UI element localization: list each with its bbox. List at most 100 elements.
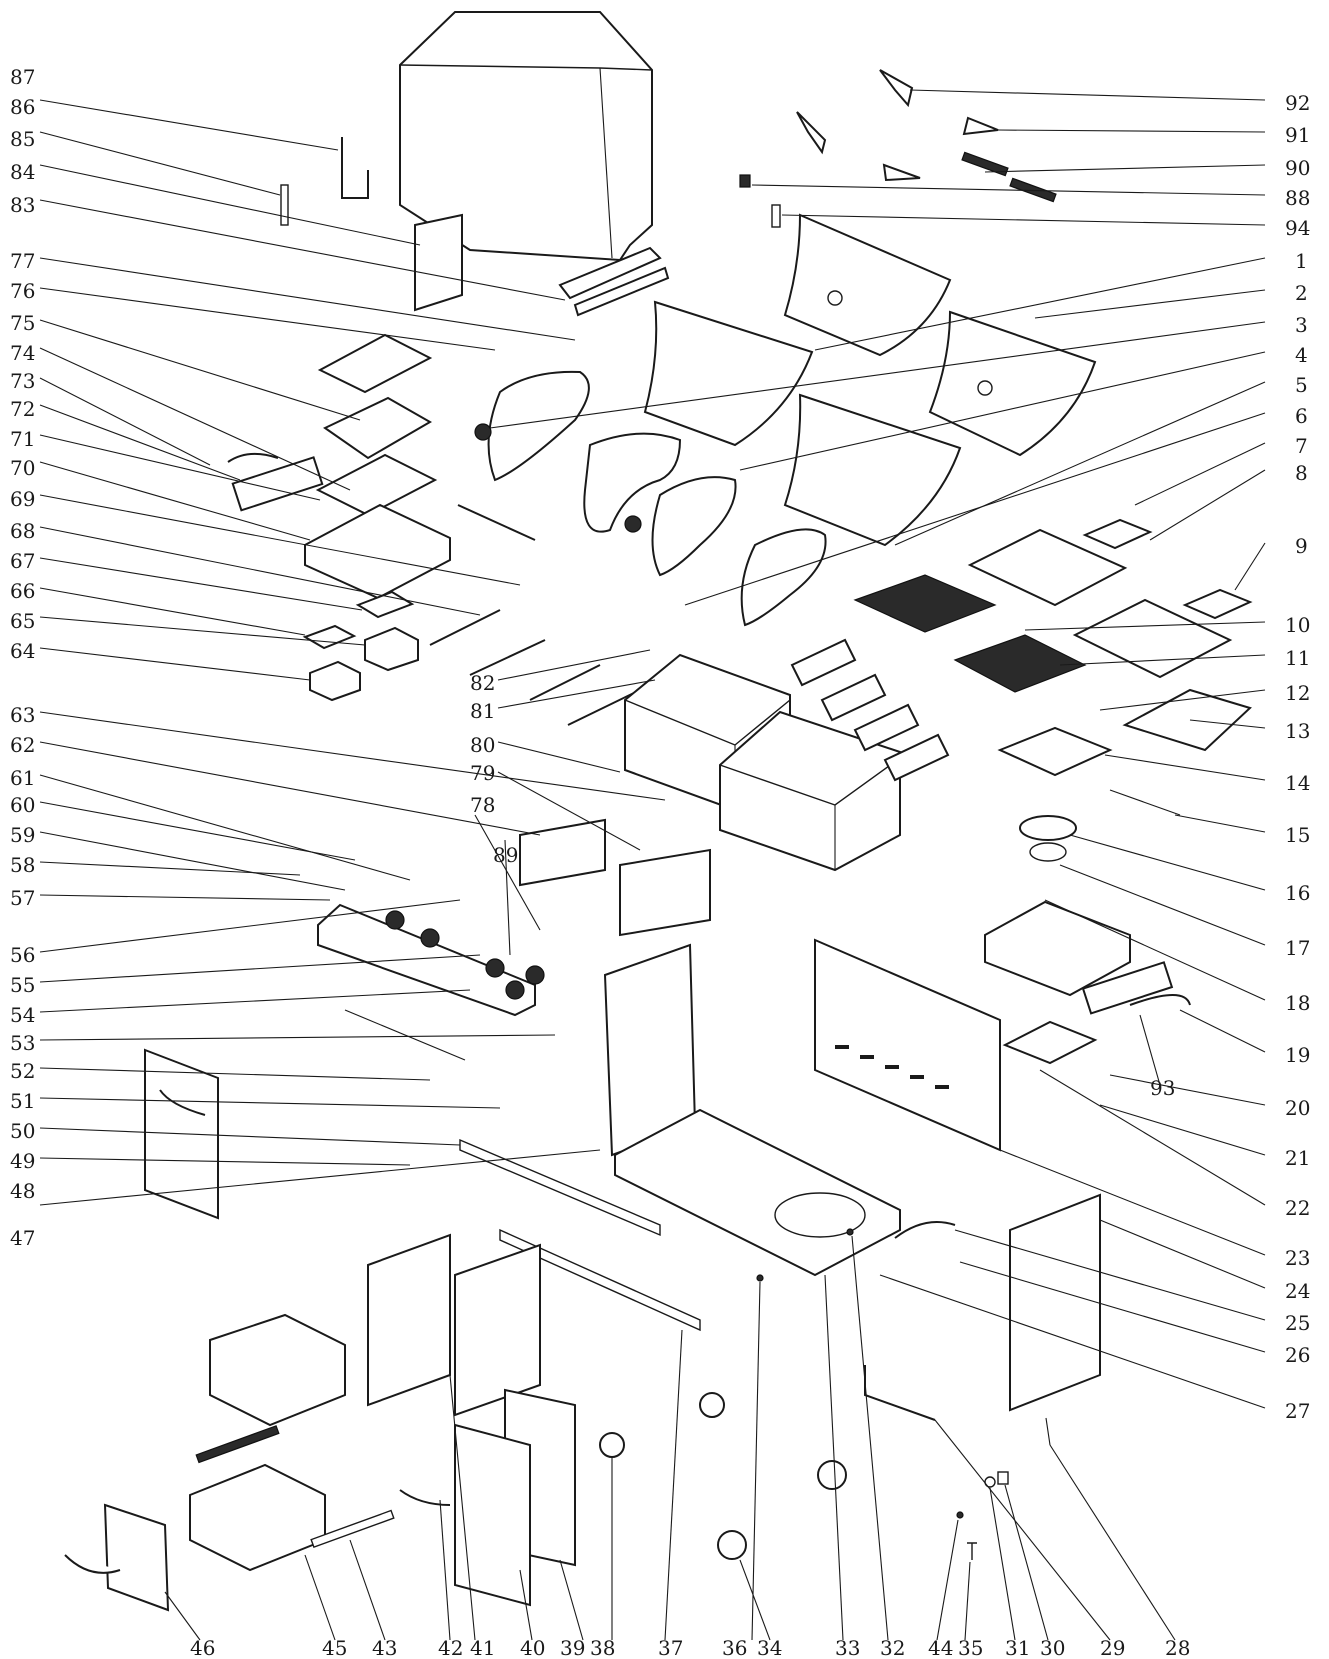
callout-8: 8 xyxy=(1295,461,1308,485)
callout-19: 19 xyxy=(1285,1043,1310,1067)
drawer-handle-45 xyxy=(399,1489,451,1506)
bracket-91 xyxy=(962,116,999,136)
callout-71: 71 xyxy=(10,427,35,451)
callout-9: 9 xyxy=(1295,534,1308,558)
callout-27: 27 xyxy=(1285,1399,1310,1423)
callout-77: 77 xyxy=(10,249,35,273)
callout-85: 85 xyxy=(10,127,35,151)
cooking-grate-2 xyxy=(953,634,1087,693)
bracket-30 xyxy=(997,1471,1009,1485)
burner-tube-2 xyxy=(469,639,546,676)
callout-67: 67 xyxy=(10,549,35,573)
callout-22: 22 xyxy=(1285,1196,1310,1220)
callout-87: 87 xyxy=(10,65,35,89)
rear-panel-vents xyxy=(835,1045,949,1089)
control-knobs xyxy=(385,910,545,1000)
callout-38: 38 xyxy=(590,1636,615,1659)
burner-box-70 xyxy=(304,503,451,600)
callout-20: 20 xyxy=(1285,1096,1310,1120)
caster-top xyxy=(699,1392,725,1418)
callout-62: 62 xyxy=(10,733,35,757)
front-rail-49 xyxy=(459,1138,661,1237)
callout-90: 90 xyxy=(1285,156,1310,180)
flame-tamer-3 xyxy=(853,703,920,752)
callout-48: 48 xyxy=(10,1179,35,1203)
caster-33 xyxy=(817,1460,847,1490)
pan-66 xyxy=(302,624,357,650)
bolt-44 xyxy=(956,1511,964,1519)
clip-88 xyxy=(739,174,751,188)
handle-87 xyxy=(341,137,369,199)
callout-14: 14 xyxy=(1285,771,1310,795)
grill-lid-2 xyxy=(643,300,814,447)
callout-36: 36 xyxy=(722,1636,747,1659)
callout-59: 59 xyxy=(10,823,35,847)
callout-17: 17 xyxy=(1285,936,1310,960)
callout-21: 21 xyxy=(1285,1146,1310,1170)
callout-76: 76 xyxy=(10,279,35,303)
knob-4 xyxy=(624,515,642,533)
pan-64 xyxy=(309,660,361,702)
heat-plate-10 xyxy=(967,528,1128,607)
rear-rail-37 xyxy=(499,1228,701,1332)
panel-38 xyxy=(454,1423,531,1607)
callout-18: 18 xyxy=(1285,991,1310,1015)
callout-12: 12 xyxy=(1285,681,1310,705)
panel-40 xyxy=(454,1243,541,1417)
callout-72: 72 xyxy=(10,397,35,421)
leader-lines xyxy=(39,89,1266,1641)
callout-89: 89 xyxy=(493,843,518,867)
callout-35: 35 xyxy=(958,1636,983,1659)
callout-64: 64 xyxy=(10,639,35,663)
callout-15: 15 xyxy=(1285,823,1310,847)
heat-shield-61 xyxy=(619,848,711,937)
burner-ring-17 xyxy=(1029,842,1067,862)
callout-32: 32 xyxy=(880,1636,905,1659)
door-handle-left xyxy=(159,1089,206,1116)
callout-45: 45 xyxy=(322,1636,347,1659)
cabinet-floor-47 xyxy=(614,1108,901,1277)
callout-43: 43 xyxy=(372,1636,397,1659)
lid-side-frame-4 xyxy=(740,528,827,627)
lid-side-frame-1 xyxy=(487,370,590,482)
handle-19 xyxy=(1129,994,1191,1006)
side-burner-box xyxy=(984,900,1131,997)
callout-68: 68 xyxy=(10,519,35,543)
heat-shield-62 xyxy=(519,818,606,887)
handle-side xyxy=(457,504,536,541)
grill-lid-3 xyxy=(928,310,1097,457)
callout-63: 63 xyxy=(10,703,35,727)
callout-44: 44 xyxy=(928,1636,953,1659)
cooking-grate-1 xyxy=(853,574,997,633)
caster-34 xyxy=(717,1530,747,1560)
callout-54: 54 xyxy=(10,1003,35,1027)
towel-rack-84 xyxy=(414,213,463,312)
callout-53: 53 xyxy=(10,1031,35,1055)
side-bracket xyxy=(1081,961,1174,1015)
panel-41 xyxy=(367,1233,451,1407)
callout-33: 33 xyxy=(835,1636,860,1659)
control-panel xyxy=(317,903,536,1017)
rod-15 xyxy=(1109,789,1181,816)
callout-41: 41 xyxy=(470,1636,495,1659)
callout-58: 58 xyxy=(10,853,35,877)
callouts-right: 92 91 90 88 94 1 2 3 4 5 6 7 8 9 10 11 1… xyxy=(1285,91,1310,1423)
callout-3: 3 xyxy=(1295,313,1308,337)
callout-37: 37 xyxy=(658,1636,683,1659)
callout-78: 78 xyxy=(470,793,495,817)
callout-86: 86 xyxy=(10,95,35,119)
bolt-32 xyxy=(846,1228,854,1236)
callout-74: 74 xyxy=(10,341,35,365)
callout-31: 31 xyxy=(1005,1636,1030,1659)
callout-70: 70 xyxy=(10,456,35,480)
flame-tamer-4 xyxy=(883,733,950,782)
callout-92: 92 xyxy=(1285,91,1310,115)
callout-50: 50 xyxy=(10,1119,35,1143)
bolt-36 xyxy=(756,1274,764,1282)
callout-26: 26 xyxy=(1285,1343,1310,1367)
shelf-frame xyxy=(315,453,438,517)
callout-1: 1 xyxy=(1295,249,1308,273)
rod-28 xyxy=(1045,1417,1051,1446)
callout-30: 30 xyxy=(1040,1636,1065,1659)
knob-3 xyxy=(474,423,492,441)
